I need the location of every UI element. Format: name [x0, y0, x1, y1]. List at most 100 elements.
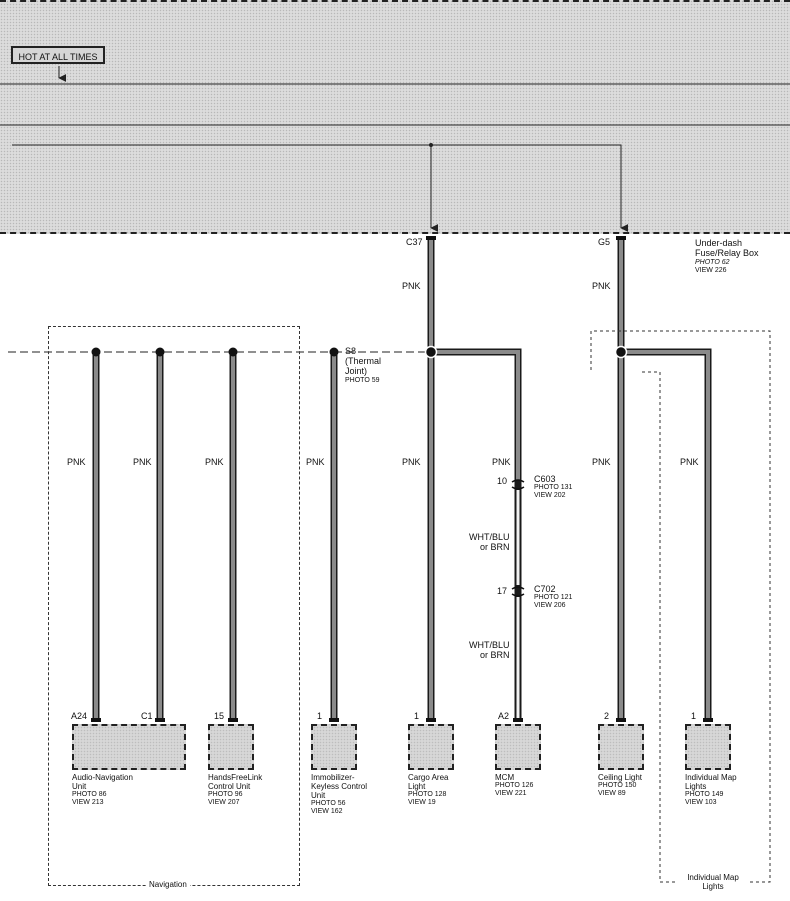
c603-photo: PHOTO 131: [534, 484, 573, 491]
splice-dot-ceiling: [614, 345, 628, 359]
map-line1: Individual Map: [685, 773, 737, 782]
c702-name: C702: [534, 584, 556, 594]
mcm-line1: MCM: [495, 773, 515, 782]
wire-color-hfl: PNK: [205, 457, 224, 467]
hfl-line2: Control Unit: [208, 782, 251, 791]
map-view: VIEW 103: [685, 799, 717, 806]
mcm-view: VIEW 221: [495, 790, 527, 797]
hfl-view: VIEW 207: [208, 799, 240, 806]
terminal-c37-label: C37: [406, 237, 423, 247]
cargo-area-light-label: Cargo Area Light PHOTO 128 VIEW 19: [408, 773, 448, 807]
splice-dot-c1: [155, 347, 165, 357]
fuse-box-name-line: Under-dash Fuse/Relay Box: [695, 238, 775, 258]
audio-nav-photo: PHOTO 86: [72, 791, 107, 798]
ceiling-line1: Ceiling Light: [598, 773, 643, 782]
pin-mcm: A2: [498, 711, 510, 721]
handsfreelink-control-unit-label: HandsFreeLink Control Unit PHOTO 96 VIEW…: [208, 773, 262, 807]
pin-audio-nav: A24: [71, 711, 88, 721]
connector-c603-symbol: [511, 479, 525, 490]
c603-view: VIEW 202: [534, 492, 566, 499]
wire-color-immob: PNK: [306, 457, 325, 467]
c603-pin: 10: [497, 476, 508, 486]
terminal-g5-label: G5: [598, 237, 611, 247]
fuse-feed-line: [12, 144, 629, 232]
audio-navigation-unit-label: Audio-Navigation Unit PHOTO 86 VIEW 213: [72, 773, 133, 807]
immob-line2: Keyless Control: [311, 782, 368, 791]
audio-nav-view: VIEW 213: [72, 799, 104, 806]
map-lights-group-line2: Lights: [702, 882, 724, 891]
mcm-photo: PHOTO 126: [495, 782, 534, 789]
pin-audio-nav-c1: C1: [141, 711, 153, 721]
splice-dot-cargo: [424, 345, 438, 359]
cargo-area-light-box: [408, 724, 454, 770]
immob-view: VIEW 162: [311, 808, 343, 815]
pin-hfl: 15: [214, 711, 225, 721]
immob-photo: PHOTO 56: [311, 800, 346, 807]
fuse-box-name: Under-dash Fuse/Relay Box: [695, 238, 759, 258]
wire-color-c37: PNK: [402, 281, 421, 291]
wire-color-or-brn-2: or BRN: [479, 650, 510, 660]
individual-map-lights-box: [685, 724, 731, 770]
hfl-line1: HandsFreeLink: [208, 773, 263, 782]
splice-dot-hfl: [228, 347, 238, 357]
pin-ceiling: 2: [604, 711, 610, 721]
ceiling-photo: PHOTO 150: [598, 782, 637, 789]
wire-color-mcm-low: WHT/BLU or BRN: [469, 640, 510, 660]
splice-name: S8: [345, 346, 357, 356]
splice-photo: PHOTO 59: [345, 377, 380, 384]
c603-name: C603: [534, 474, 556, 484]
ceiling-view: VIEW 89: [598, 790, 626, 797]
pin-immob: 1: [317, 711, 323, 721]
map-lights-group-label: Individual Map Lights: [678, 873, 748, 891]
pin-map: 1: [691, 711, 697, 721]
cargo-photo: PHOTO 128: [408, 791, 447, 798]
c702-view: VIEW 206: [534, 602, 566, 609]
wire-color-wht-blu-1: WHT/BLU: [469, 532, 510, 542]
map-line2: Lights: [685, 782, 707, 791]
under-dash-fuse-relay-box: [0, 0, 790, 234]
immob-line3: Unit: [311, 791, 326, 800]
map-lights-group-line1: Individual Map: [687, 873, 739, 882]
cargo-view: VIEW 19: [408, 799, 436, 806]
mcm-box: [495, 724, 541, 770]
wire-color-mcm: PNK: [492, 457, 511, 467]
hfl-photo: PHOTO 96: [208, 791, 243, 798]
wire-color-nav: PNK: [67, 457, 86, 467]
ceiling-light-label: Ceiling Light PHOTO 150 VIEW 89: [598, 773, 642, 798]
navigation-group-label: Navigation: [146, 880, 190, 889]
wire-color-cargo: PNK: [402, 457, 421, 467]
cargo-line2: Light: [408, 782, 426, 791]
splice-s8-label: S8 (Thermal Joint): [345, 346, 381, 376]
cargo-line1: Cargo Area: [408, 773, 449, 782]
mcm-label: MCM PHOTO 126 VIEW 221: [495, 773, 533, 798]
pin-cargo: 1: [414, 711, 420, 721]
connector-c702-symbol: [511, 586, 525, 597]
terminal-g5-cap: [616, 236, 626, 240]
c702-pin: 17: [497, 586, 508, 596]
navigation-group-frame: [48, 326, 300, 886]
map-photo: PHOTO 149: [685, 791, 724, 798]
wire-color-wht-blu-2: WHT/BLU: [469, 640, 510, 650]
fuse-box-top-border: [0, 0, 790, 8]
splice-thermal: (Thermal: [345, 356, 382, 366]
immobilizer-keyless-control-unit-label: Immobilizer- Keyless Control Unit PHOTO …: [311, 773, 367, 816]
wire-color-c1: PNK: [133, 457, 152, 467]
hot-at-all-times-label: HOT AT ALL TIMES: [11, 46, 105, 64]
wire-color-g5: PNK: [592, 281, 611, 291]
splice-dot-immob: [329, 347, 339, 357]
splice-dot-nav: [91, 347, 101, 357]
wire-color-ceiling: PNK: [592, 457, 611, 467]
splice-joint: Joint): [345, 366, 368, 376]
immobilizer-keyless-control-unit-box: [311, 724, 357, 770]
immob-line1: Immobilizer-: [311, 773, 355, 782]
audio-nav-line1: Audio-Navigation: [72, 773, 133, 782]
wire-color-map: PNK: [680, 457, 699, 467]
terminal-c37-cap: [426, 236, 436, 240]
handsfreelink-control-unit-box: [208, 724, 254, 770]
individual-map-lights-label: Individual Map Lights PHOTO 149 VIEW 103: [685, 773, 737, 807]
audio-nav-line2: Unit: [72, 782, 87, 791]
wire-color-mcm-mid: WHT/BLU or BRN: [469, 532, 510, 552]
fuse-box-view: VIEW 226: [695, 267, 727, 274]
audio-navigation-unit-box: [72, 724, 186, 770]
